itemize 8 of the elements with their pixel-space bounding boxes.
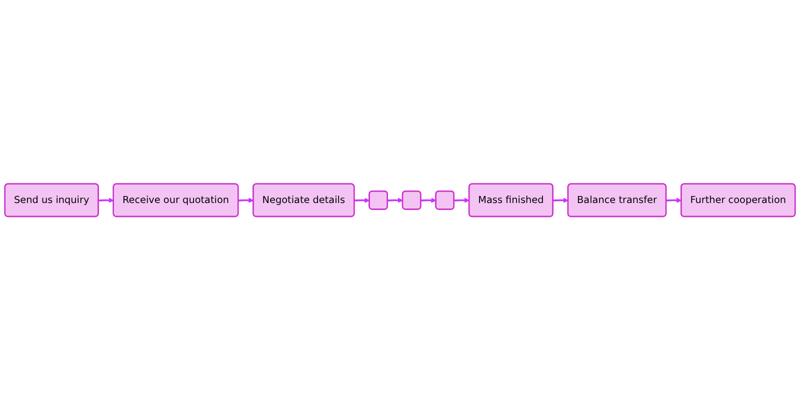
arrow [388,197,404,203]
arrow [420,197,436,203]
arrow [454,197,470,203]
arrow [354,197,370,203]
arrow [98,197,114,203]
arrow [666,197,682,203]
arrow [553,197,568,203]
arrow [238,197,254,203]
